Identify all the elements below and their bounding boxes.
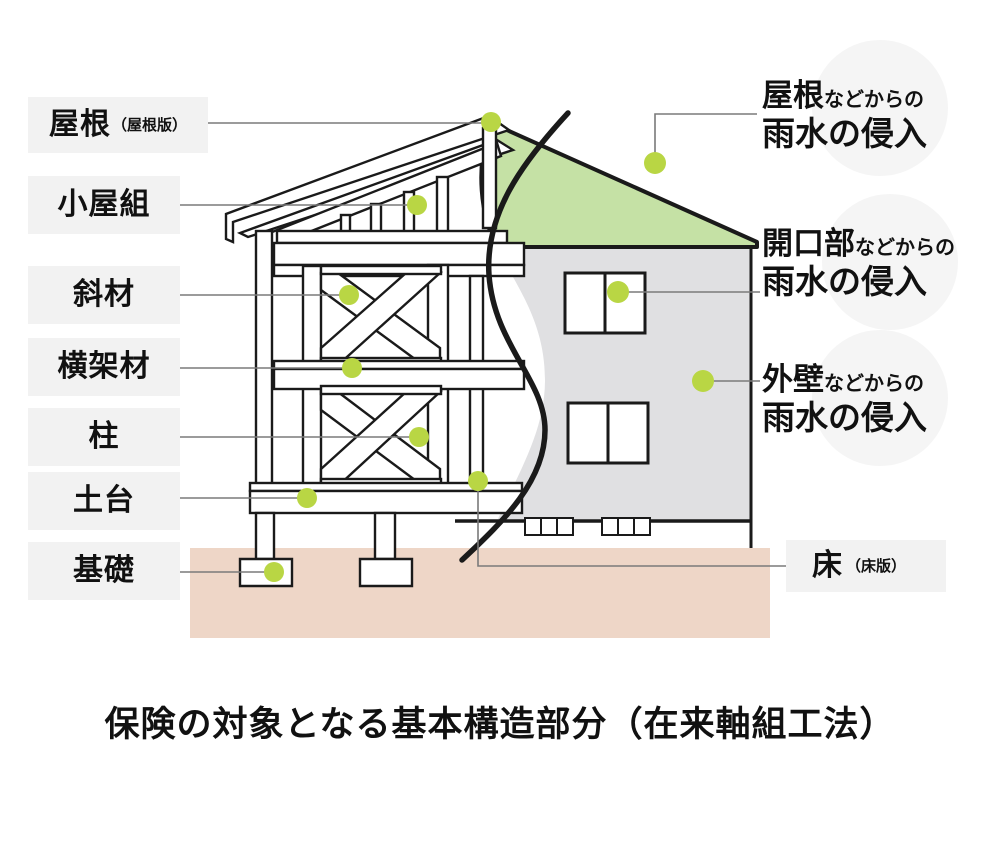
label-floor-main: 床 [812, 548, 842, 583]
halo-opening-leak [822, 194, 958, 330]
marker-dot-opening-leak [607, 281, 629, 303]
label-roof-main: 屋根 [48, 107, 111, 142]
foundation-stub-right [373, 511, 397, 561]
label-floor-sub: （床版） [846, 556, 907, 575]
label-girder: 横架材 [28, 338, 180, 396]
label-roof-leak-line2: 雨水の侵入 [762, 113, 927, 153]
footing-right [358, 557, 414, 588]
marker-dot-post [409, 427, 429, 447]
label-girder-main: 横架材 [57, 349, 151, 384]
upper-brace-panel [319, 271, 444, 367]
label-opening-leak-line2: 雨水の侵入 [762, 261, 927, 301]
cutaway-wave-line [459, 110, 571, 563]
marker-dot-sill [297, 488, 317, 508]
label-truss-main: 小屋組 [57, 187, 151, 222]
marker-dot-girder [342, 358, 362, 378]
label-roof-leak: 屋根などからの 雨水の侵入 [762, 78, 927, 154]
truss-post [435, 175, 450, 234]
truss-post [481, 126, 498, 230]
lower-window [566, 401, 650, 465]
label-roof: 屋根（屋根版） [28, 97, 208, 153]
marker-dot-brace [339, 285, 359, 305]
label-wall-leak-line2: 雨水の侵入 [762, 397, 927, 437]
label-brace: 斜材 [28, 266, 180, 324]
foundation-stub-left [254, 511, 276, 561]
leader-floor [477, 481, 786, 567]
label-wall-leak-line1: 外壁などからの [762, 362, 924, 398]
upper-panel-top-rail [319, 264, 443, 276]
marker-dots [264, 112, 714, 582]
label-roof-leak-line1: 屋根などからの [762, 78, 924, 114]
foundation-vents [524, 517, 651, 536]
marker-dot-roof-leak [644, 152, 666, 174]
label-sill-main: 土台 [73, 483, 135, 518]
marker-dot-roof [481, 112, 501, 132]
marker-dot-floor [468, 471, 488, 491]
label-foundation-main: 基礎 [73, 553, 135, 588]
label-floor: 床（床版） [786, 540, 946, 592]
roof-plane [479, 120, 759, 249]
rafter-plank [224, 114, 512, 244]
halo-wall-leak [812, 330, 948, 466]
left-outer-post [254, 229, 274, 512]
timber-frame [224, 114, 526, 588]
marker-dot-truss [407, 195, 427, 215]
lower-panel-top-rail [319, 384, 443, 396]
exterior-wall-plane [497, 247, 751, 521]
label-foundation: 基礎 [28, 542, 180, 600]
label-brace-main: 斜材 [73, 277, 135, 312]
label-truss: 小屋組 [28, 176, 180, 234]
diagram-caption: 保険の対象となる基本構造部分（在来軸組工法） [104, 705, 896, 745]
label-post-main: 柱 [88, 419, 120, 454]
attic-bottom-chord [275, 229, 509, 245]
label-opening-leak-line1: 開口部などからの [762, 226, 955, 262]
sill-plate [248, 489, 524, 515]
label-wall-leak: 外壁などからの 雨水の侵入 [762, 362, 927, 438]
upper-window [563, 271, 647, 335]
leader-roof-leak [654, 113, 757, 163]
marker-dot-foundation [264, 562, 284, 582]
marker-dot-wall-leak [692, 370, 714, 392]
label-sill: 土台 [28, 472, 180, 530]
label-roof-sub: （屋根版） [111, 115, 187, 134]
halo-roof-leak [812, 40, 948, 176]
label-post: 柱 [28, 408, 180, 466]
label-opening-leak: 開口部などからの 雨水の侵入 [762, 226, 955, 302]
leader-lines [180, 113, 786, 573]
